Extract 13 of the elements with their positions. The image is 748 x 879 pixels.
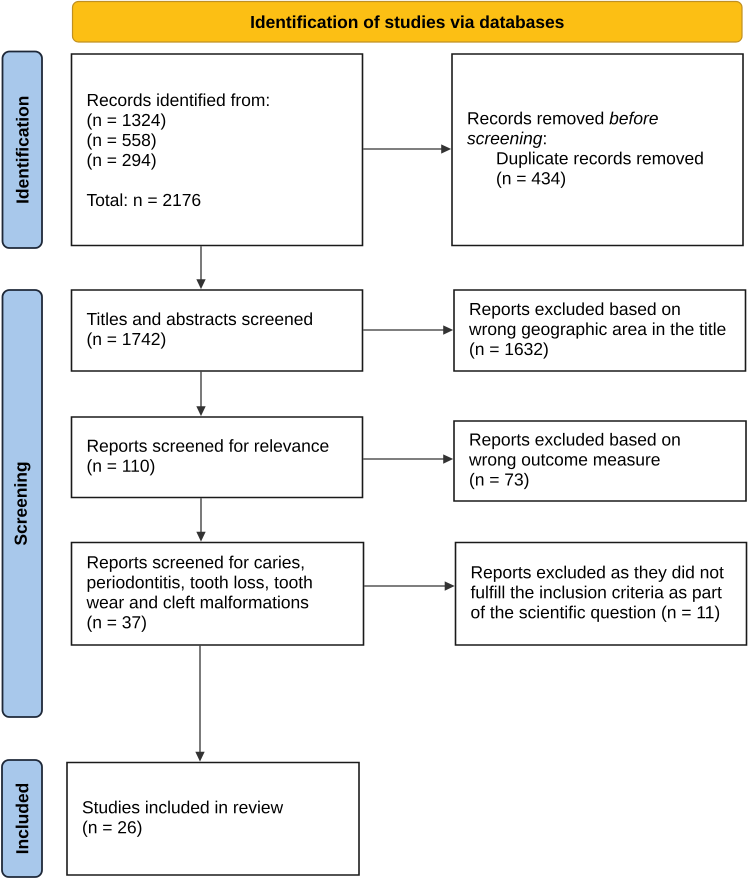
exclusion-box: Reports excluded based on wrong geographic area in the title (n = 1632)	[453, 289, 746, 372]
stage-band: Identification	[2, 50, 43, 249]
exclusion-box: Records removed before screening: Duplicate records removed (n = 434)	[451, 53, 744, 246]
stage-band: Included	[1, 759, 43, 878]
heading-banner: Identification of studies via databases	[72, 0, 743, 43]
exclusion-box: Reports excluded as they did not fulfill the inclusion criteria as part of the scientific question (n = 11)	[454, 542, 748, 646]
process-box: Studies included in review (n = 26)	[66, 762, 360, 876]
exclusion-box: Reports excluded based on wrong outcome measure (n = 73)	[453, 420, 747, 502]
stage-band: Screening	[2, 289, 43, 718]
process-box: Records identified from: (n = 1324) (n = 558) (n = 294) Total: n = 2176	[70, 53, 364, 246]
process-box: Reports screened for caries, periodontitis, tooth loss, tooth wear and cleft malformations (n = 37)	[70, 542, 364, 646]
process-box: Reports screened for relevance (n = 110)	[70, 416, 364, 498]
process-box: Titles and abstracts screened (n = 1742)	[70, 289, 364, 372]
